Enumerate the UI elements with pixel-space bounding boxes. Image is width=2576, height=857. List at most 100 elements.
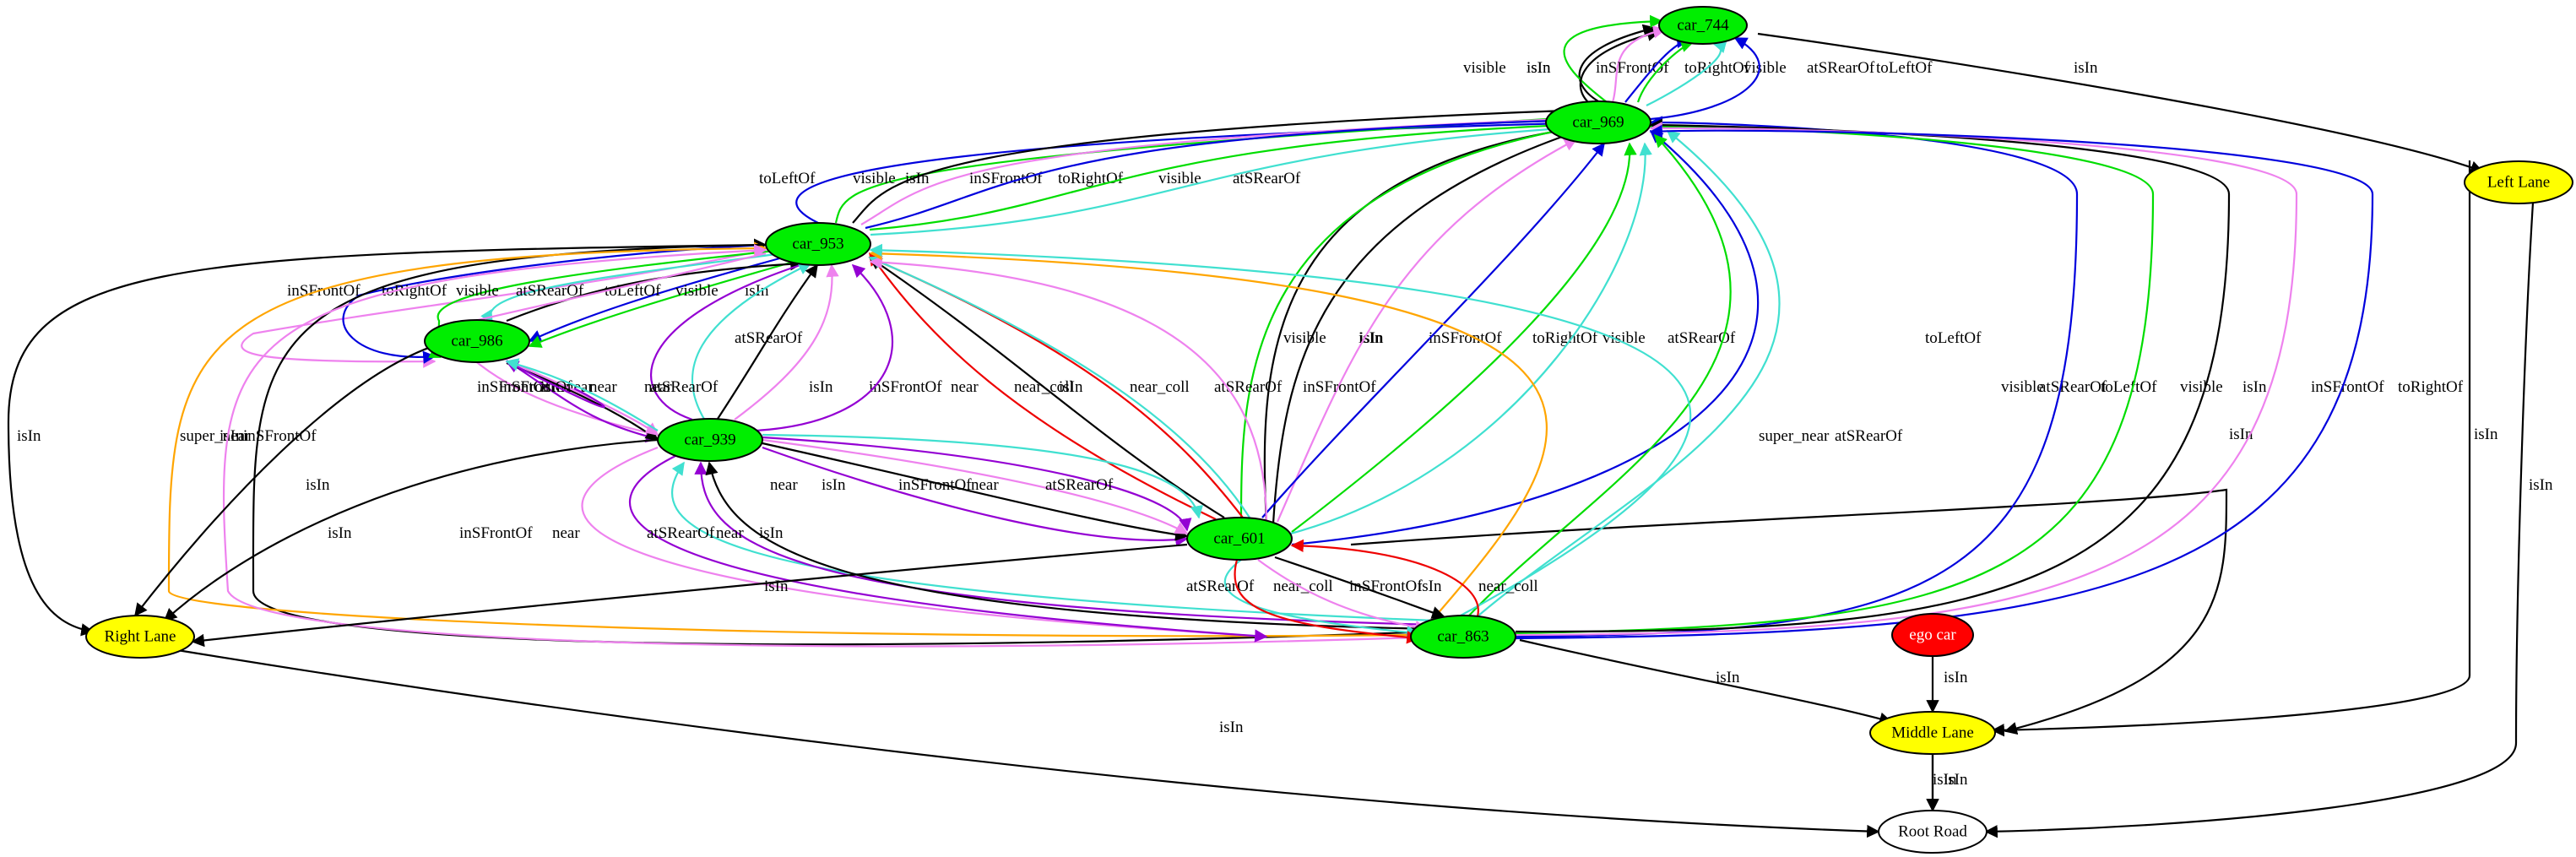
edge-line [167,241,1419,637]
edge-label: isIn [759,524,784,542]
node-car-939: car_939 [657,418,763,462]
edge-label: isIn [1527,59,1551,77]
edge-label: isIn [2242,378,2267,396]
edge-line [1563,14,1663,103]
edge-label: isIn [1527,59,1551,77]
edge-near: near [755,263,979,432]
edge-label: inSFrontOf [869,378,942,396]
edge-label: inSFrontOf [1429,329,1502,347]
edge-near: near [762,446,1189,547]
edge-line [7,243,767,637]
edge-line [868,256,1250,518]
node-label: car_863 [1437,628,1489,646]
edge-line [1611,25,1667,103]
node-label: car_953 [792,236,843,253]
edge-label: inSFrontOf [499,378,572,396]
edge-visible: visible [1636,40,1787,103]
edge-line [1468,133,1732,616]
edge-label: isIn [2474,426,2498,443]
node-root-road: Root Road [1878,810,1988,854]
edge-line [1519,638,1893,725]
edge-label: atSRearOf [516,282,584,300]
node-ego-car: ego car [1891,613,1974,657]
edge-label: inSFrontOf [1596,59,1669,77]
node-middle-lane: Middle Lane [1869,711,1996,755]
edge-label: visible [1463,59,1506,77]
node-ellipse [1410,615,1516,659]
edge-label: visible [1603,329,1646,347]
edge-label: visible [2001,378,2044,396]
edge-line [762,438,1189,534]
edge-line [1477,130,1781,617]
edge-isIn: isIn [1984,202,2553,838]
edge-label: isIn [1933,771,1957,789]
node-car-969: car_969 [1545,100,1651,144]
nodes-layer: car_744car_969car_953car_986car_939car_6… [85,6,2573,854]
edge-line [1984,202,2535,838]
edge-line [852,103,1589,224]
edge-label: isIn [1716,669,1740,686]
edge-line [860,111,1589,225]
edge-line [1515,120,2155,635]
node-label: car_744 [1677,17,1729,35]
edge-label: toLeftOf [2101,378,2157,396]
edge-label: inSFrontOf [1349,578,1423,595]
edge-line [1234,559,1420,644]
node-ellipse [2464,160,2573,204]
edge-atSRearOf: atSRearOf [1287,142,1736,536]
edge-line [1261,142,1605,518]
edge-atSRearOf: atSRearOf [1477,130,2107,617]
edge-line [1291,130,1760,546]
edge-line [628,455,1268,643]
edge-isIn: isIn [705,461,1436,631]
edge-isIn: isIn [134,344,434,617]
edge-label: isIn [1418,578,1442,595]
edge-line [508,360,659,436]
node-ellipse [85,615,195,659]
edge-label: isIn [328,524,352,542]
edge-label: isIn [2074,59,2098,77]
edge-inSFrontOf: inSFrontOf [860,111,1589,225]
node-label: Right Lane [105,628,176,646]
node-ellipse [1891,613,1974,657]
node-ellipse [1658,6,1748,45]
edge-visible: visible [1291,142,1646,533]
edge-near: near [694,461,1436,626]
edge-line [342,243,767,364]
edge-label: atSRearOf [2039,378,2107,396]
edge-inSFrontOf: inSFrontOf [1596,25,1669,103]
edge-isIn: isIn [176,648,1880,838]
edge-visible: visible [1515,120,2223,635]
edge-near: near [505,361,617,409]
edge-inSFrontOf: inSFrontOf [499,360,659,436]
edge-label: atSRearOf [1807,59,1875,77]
edge-line [762,433,1203,519]
edge-label: isIn [1359,329,1383,347]
edge-label: atSRearOf [1214,378,1283,396]
edge-near-coll: near_coll [1290,539,1538,617]
node-label: Left Lane [2487,174,2550,192]
edge-label: near [951,378,979,396]
edge-line [480,252,784,324]
edge-isIn: isIn [1757,32,2484,174]
edge-label: atSRearOf [1045,476,1114,494]
edge-label: inSFrontOf [243,427,317,445]
node-label: car_601 [1213,530,1265,548]
edge-line [705,461,1436,631]
edge-line [252,238,1436,646]
edge-isIn: isIn [1926,754,1957,812]
edge-atSRearOf: atSRearOf [1186,559,1420,639]
node-ellipse [424,319,530,363]
edge-line [1579,28,1661,103]
edge-label: toRightOf [1532,329,1598,347]
edge-line [1515,116,2079,638]
edge-line [581,446,1268,643]
edge-label: inSFrontOf [287,282,361,300]
edge-line [1291,142,1637,533]
edge-visible: visible [1468,133,2044,616]
node-label: car_969 [1572,114,1624,132]
edge-line [870,121,1589,236]
edge-label: isIn [822,476,846,494]
edge-line [528,260,794,348]
edge-label: toRightOf [382,282,447,300]
